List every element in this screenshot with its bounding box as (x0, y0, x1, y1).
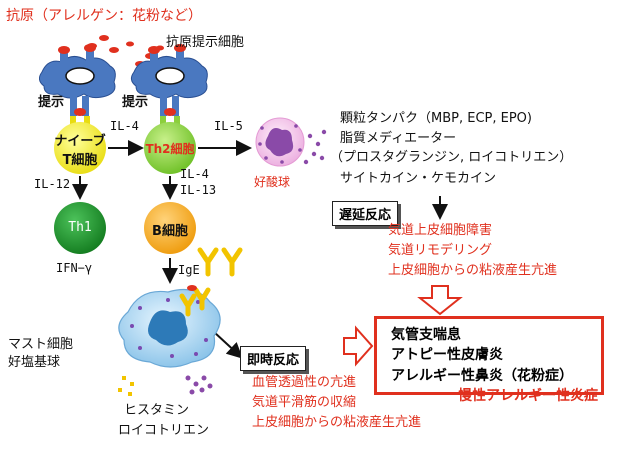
eos-product-2: 脂質メディエーター (340, 131, 457, 146)
late-reaction-box: 遅延反応 (332, 201, 399, 226)
il4-bottom-label: IL-4 (180, 167, 209, 181)
th1-label: Th1 (68, 220, 92, 235)
late-effect-1: 気道上皮細胞障害 (388, 223, 493, 238)
il5-label: IL-5 (214, 119, 243, 133)
present-label-1: 提示 (38, 95, 65, 110)
antigen-title: 抗原（アレルゲン：花粉など） (6, 8, 202, 24)
arrow-late-to-disease (417, 285, 463, 316)
disease-allergic-rhinitis: アレルギー性鼻炎（花粉症） (391, 367, 573, 384)
mast-cell (118, 285, 221, 368)
eos-product-3: （プロスタグランジン, ロイコトリエン） (330, 150, 573, 165)
arrow-immediate-to-disease (343, 325, 374, 367)
disease-asthma: 気管支喘息 (391, 327, 461, 343)
ige-antibodies (197, 247, 243, 277)
late-effect-3: 上皮細胞からの粘液産生亢進 (388, 263, 558, 278)
chronic-inflammation-label: 慢性アレルギー性炎症 (458, 388, 598, 404)
eosinophil-cell (255, 117, 327, 167)
eos-product-4: サイトカイン・ケモカイン (340, 171, 497, 186)
naive-t-cell (54, 122, 106, 174)
eos-product-1: 顆粒タンパク（MBP, ECP, EPO) (340, 111, 532, 126)
immediate-effect-1: 血管透過性の亢進 (252, 375, 357, 390)
b-cell-label: B細胞 (152, 224, 188, 239)
mast-cell-label: マスト細胞 (8, 337, 74, 352)
b-cell (144, 202, 196, 254)
mediator-granules (118, 375, 213, 396)
apc-label: 抗原提示細胞 (166, 35, 245, 50)
il4-top-label: IL-4 (110, 119, 139, 133)
histamine-label: ヒスタミン (124, 403, 190, 418)
late-effect-2: 気道リモデリング (388, 243, 493, 258)
immediate-reaction-box: 即時反応 (240, 346, 307, 371)
eosinophil-label: 好酸球 (254, 175, 291, 189)
leukotriene-label: ロイコトリエン (118, 423, 210, 438)
th1-cell (54, 202, 106, 254)
naive-t-label-line2: T細胞 (62, 153, 98, 168)
basophil-label: 好塩基球 (8, 355, 61, 370)
ifn-gamma-label: IFN−γ (56, 261, 93, 275)
th2-cell (144, 122, 196, 174)
immediate-effect-2: 気道平滑筋の収縮 (252, 395, 357, 410)
il12-label: IL-12 (34, 177, 71, 191)
present-label-2: 提示 (122, 95, 149, 110)
apc-cell-2 (130, 44, 208, 126)
naive-t-label-line1: ナイーブ (54, 134, 106, 149)
apc-cell-1 (38, 44, 116, 126)
il13-label: IL-13 (180, 183, 217, 197)
immediate-effect-3: 上皮細胞からの粘液産生亢進 (252, 415, 422, 430)
disease-box: 気管支喘息 アトピー性皮膚炎 アレルギー性鼻炎（花粉症） (374, 316, 604, 395)
arrow-mast-to-immediate (213, 331, 243, 359)
disease-atopic-dermatitis: アトピー性皮膚炎 (391, 347, 503, 364)
th2-label: Th2細胞 (145, 142, 195, 156)
ige-label: IgE (178, 263, 200, 277)
naive-t-label: ナイーブ T細胞 (54, 130, 106, 168)
